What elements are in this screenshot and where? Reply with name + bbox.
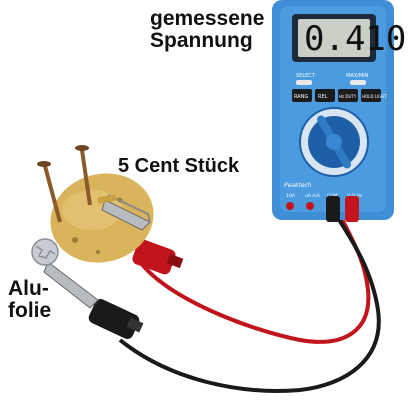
voltage-label-line2: Spannung [150, 29, 253, 53]
foil-label: Alu- folie [8, 277, 52, 323]
foil-label-line1: Alu- [8, 277, 49, 300]
brand-label: Peaktech [284, 182, 312, 189]
black-probe [88, 299, 144, 339]
voltage-label-line1: gemessene [150, 7, 265, 30]
button-row: RANG REL Hz DUTY HOLD LIGHT [292, 89, 387, 102]
maxmin-button[interactable] [350, 80, 366, 85]
hold-light-button[interactable] [361, 89, 381, 102]
lcd-display [298, 19, 370, 57]
svg-text:REL: REL [318, 94, 328, 100]
coin-label: 5 Cent Stück [118, 155, 240, 177]
rotary-dial-icon[interactable] [299, 107, 369, 177]
rang-button[interactable] [292, 89, 312, 102]
lcd-reading: 0.410 [304, 19, 406, 59]
nail-icon [37, 145, 92, 223]
rel-button[interactable] [315, 89, 335, 102]
multimeter: 0.410 SELECT MAX/MIN RANG REL Hz DUTY HO… [272, 0, 406, 222]
maxmin-label: MAX/MIN [346, 73, 369, 79]
foil-ball-icon [31, 238, 59, 266]
alligator-clip-icon [43, 261, 99, 309]
measured-voltage-label: gemessene Spannung [150, 7, 265, 53]
hz-duty-button[interactable] [338, 89, 358, 102]
alligator-clip-icon [97, 194, 151, 231]
svg-text:RANG: RANG [294, 94, 308, 100]
foil-label-line2: folie [8, 299, 52, 323]
svg-text:uA mA: uA mA [305, 193, 321, 199]
select-label: SELECT [296, 73, 316, 79]
select-button[interactable] [296, 80, 312, 85]
svg-text:10A: 10A [286, 193, 296, 199]
red-probe [132, 239, 184, 275]
svg-text:Hz DUTY: Hz DUTY [339, 94, 357, 99]
jack-ua-ma[interactable] [306, 202, 314, 210]
jack-10a[interactable] [286, 202, 294, 210]
svg-text:HOLD LIGHT: HOLD LIGHT [362, 94, 387, 99]
black-wire [118, 213, 381, 393]
